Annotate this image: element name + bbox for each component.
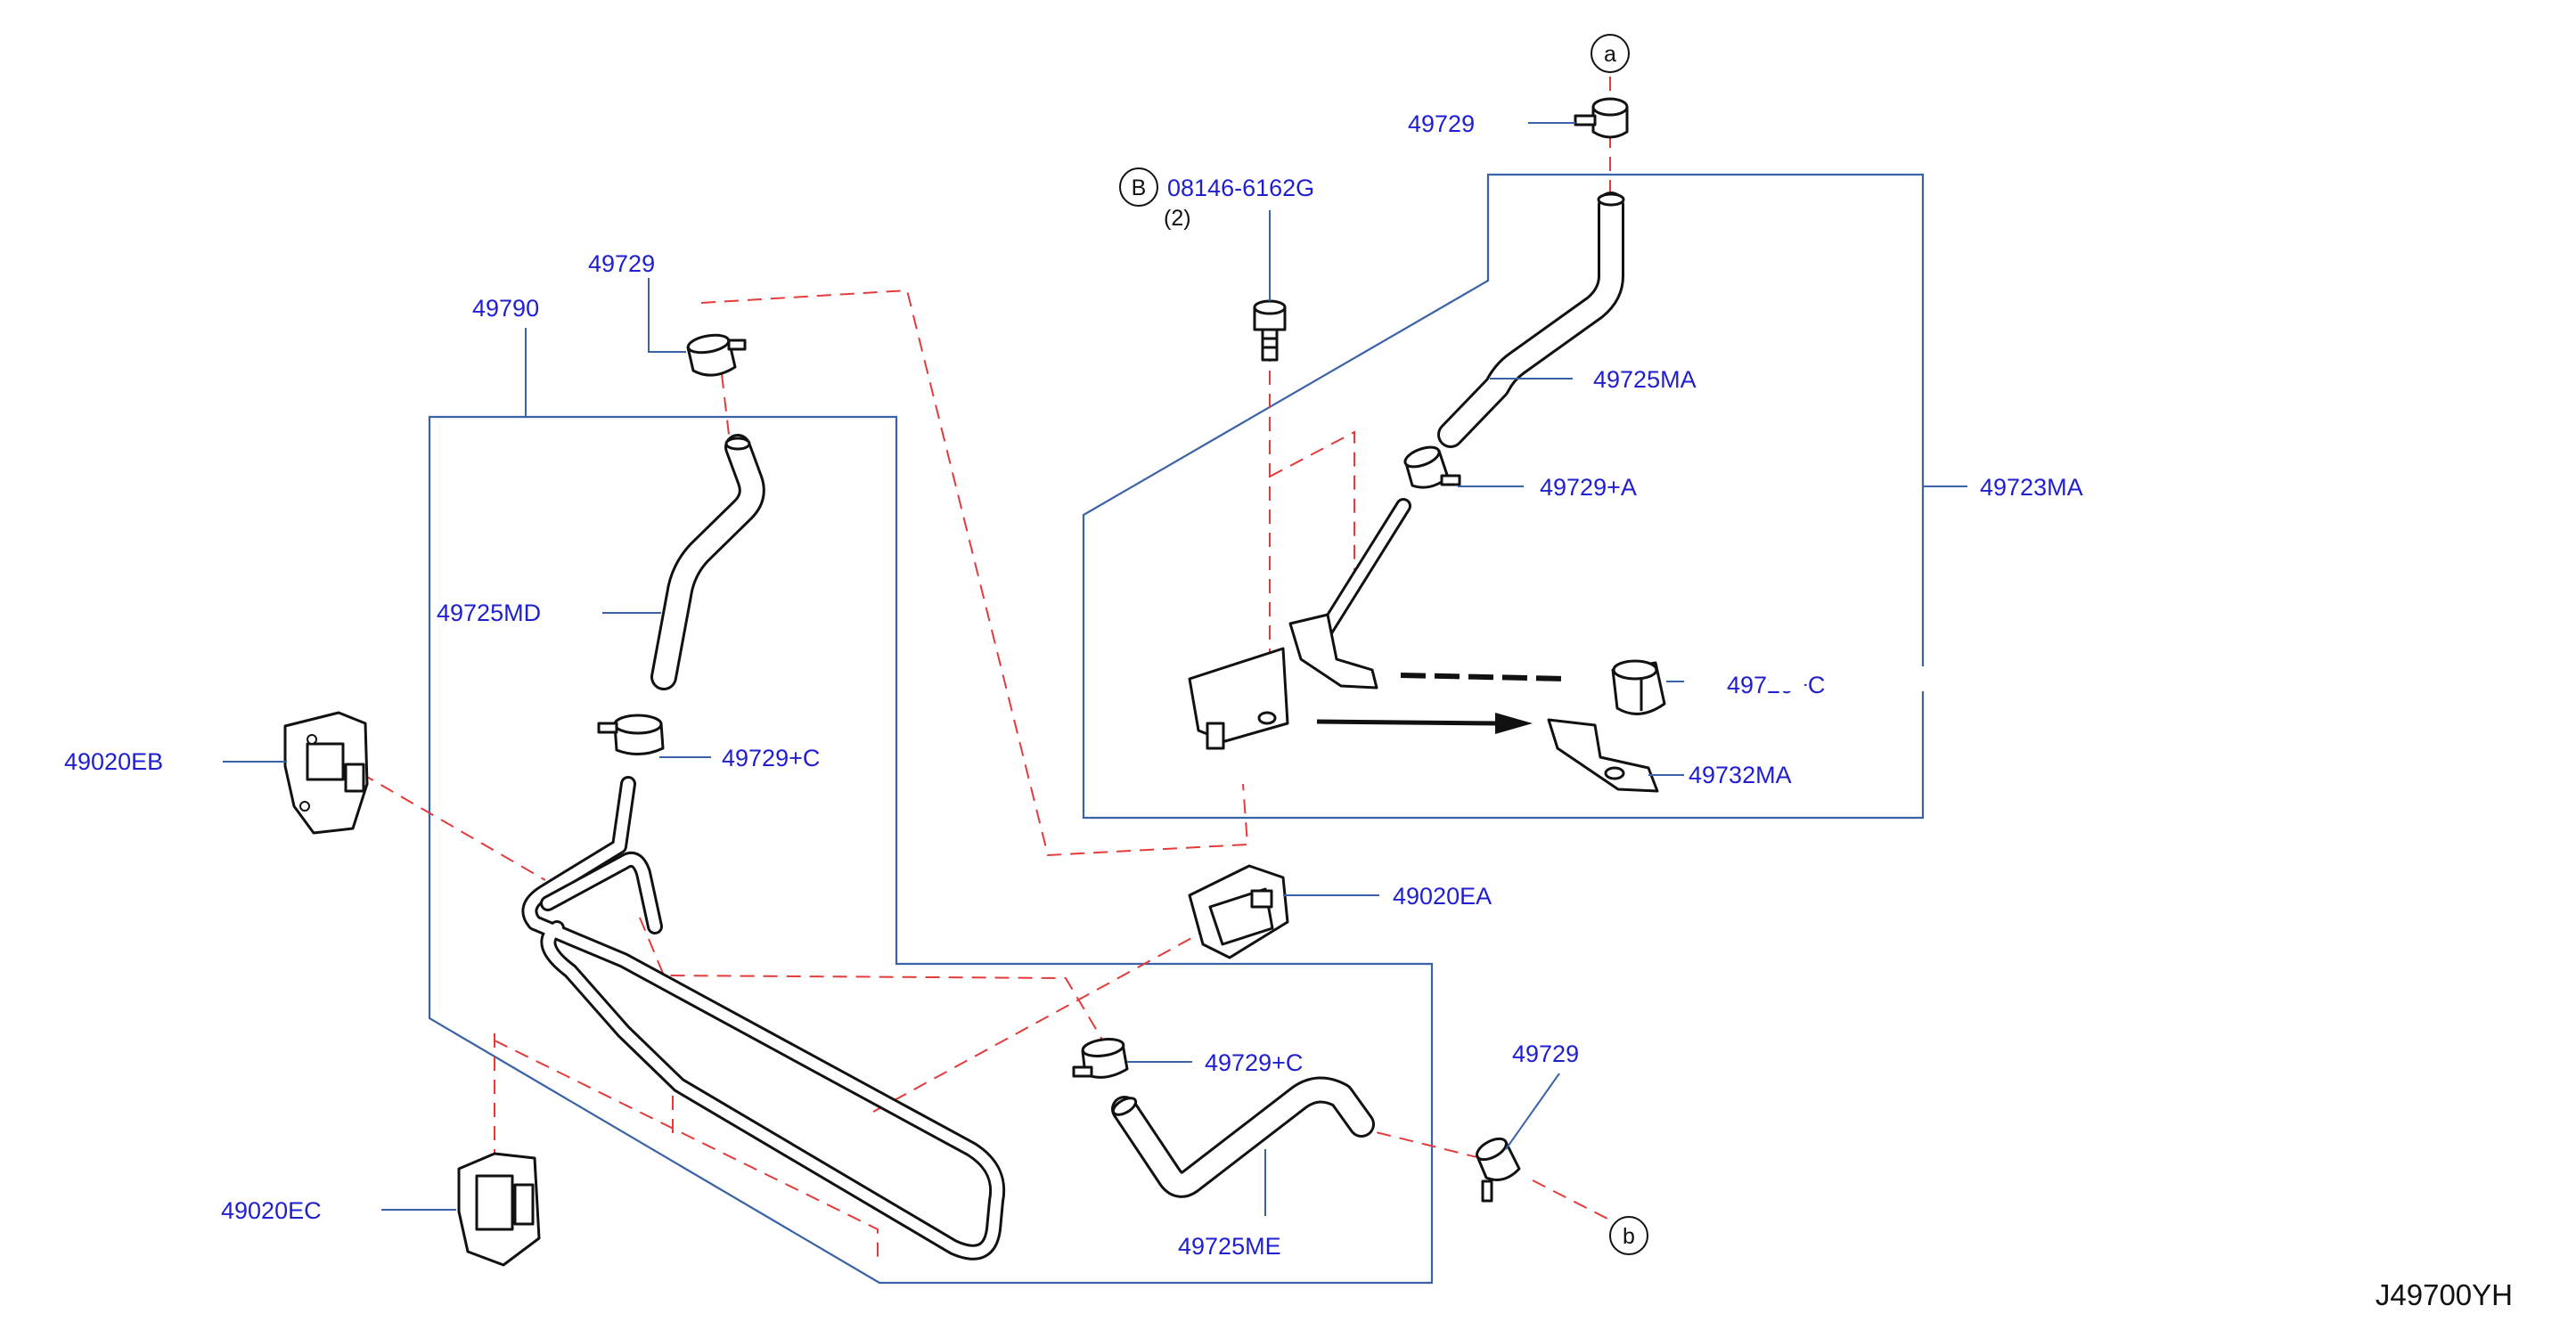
label-clamp-c-lower: 49729+C <box>1205 1049 1303 1076</box>
svg-text:B: B <box>1132 175 1147 200</box>
clamp-49729-plus-C-partial <box>1611 659 1666 715</box>
callout-B: B <box>1119 167 1158 207</box>
clip-49020EB <box>283 711 369 835</box>
clamp-49729-plus-C-left <box>597 714 665 755</box>
label-clamp-right: 49729 <box>1512 1040 1579 1067</box>
bracket-49732MA <box>1547 718 1659 793</box>
svg-text:a: a <box>1604 42 1616 67</box>
hose-49725ME <box>1111 1076 1375 1198</box>
clamp-49729-plus-C-lower <box>1072 1038 1129 1079</box>
callout-a: a <box>1591 34 1630 73</box>
hose-49725MD <box>650 434 765 690</box>
label-clip-ea: 49020EA <box>1393 883 1492 910</box>
assembly-frame-49723MA <box>1082 173 1967 820</box>
svg-text:b: b <box>1623 1224 1635 1249</box>
label-assy-ma: 49723MA <box>1980 474 2083 501</box>
clamp-top <box>1574 97 1629 139</box>
bolt-icon <box>1253 299 1287 362</box>
obscuring-patch-edge <box>1827 666 1934 691</box>
label-clamp-top: 49729 <box>1408 110 1475 137</box>
bracket-49723MA <box>1188 613 1378 750</box>
dashed-guides <box>360 53 1612 1265</box>
clip-49020EC <box>457 1152 541 1267</box>
direction-arrow <box>1316 673 1569 734</box>
label-clamp-c-left: 49729+C <box>722 745 820 771</box>
label-clip-ec: 49020EC <box>221 1197 322 1224</box>
obscuring-patch <box>1769 666 1804 691</box>
hose-49725MA <box>1437 192 1625 448</box>
cooler-pipe-49790 <box>521 776 1006 1261</box>
diagram-code: J49700YH <box>2376 1278 2513 1311</box>
label-frame-49790: 49790 <box>472 295 539 322</box>
label-bolt-qty: (2) <box>1164 206 1191 231</box>
label-hose-me: 49725ME <box>1178 1233 1281 1260</box>
label-hose-ma: 49725MA <box>1593 366 1697 393</box>
clamp-left-top <box>686 333 747 377</box>
label-clamp-a: 49729+A <box>1540 474 1637 501</box>
label-clamp-left-top: 49729 <box>588 250 655 277</box>
label-bracket-ma: 49732MA <box>1689 762 1792 788</box>
label-bolt-part: 08146-6162G <box>1167 175 1314 201</box>
cooler-tube-49723MA <box>1311 498 1411 649</box>
assembly-frame-49790 <box>428 328 1434 1285</box>
callout-b: b <box>1609 1216 1648 1255</box>
clamp-49729-plus-A <box>1403 445 1461 489</box>
label-hose-md: 49725MD <box>437 600 541 626</box>
clip-49020EA <box>1188 864 1289 959</box>
clamp-right <box>1476 1137 1521 1203</box>
label-clip-eb: 49020EB <box>64 748 163 775</box>
leader-lines <box>223 122 1684 1216</box>
